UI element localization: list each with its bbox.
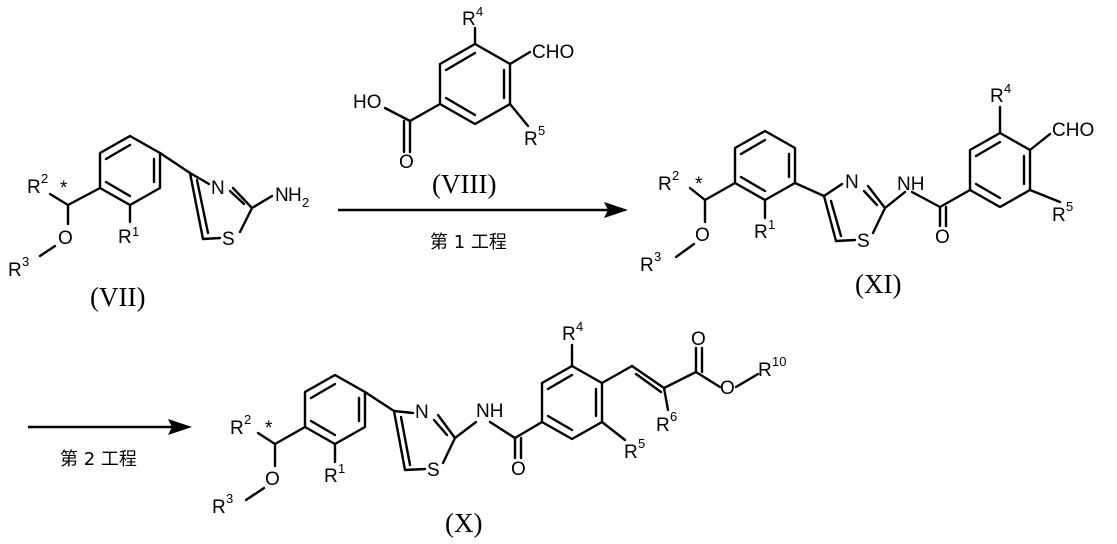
x-r2-label: R — [230, 418, 244, 439]
vii-r2-label: R — [27, 177, 41, 198]
xi-r5-superscript: 5 — [1066, 199, 1073, 214]
vii-n-atom: N — [211, 178, 225, 199]
x-r4-label: R — [562, 324, 576, 345]
xi-carbonyl-o-atom: O — [935, 227, 950, 248]
compound-x-label: (X) — [445, 508, 482, 538]
viii-r4-superscript: 4 — [476, 4, 483, 19]
x-r5-superscript: 5 — [638, 436, 645, 451]
step2-label: 第 2 工程 — [60, 449, 137, 470]
step2-arrow — [28, 419, 192, 435]
vii-r1-label: R — [118, 227, 132, 248]
x-r10-label: R — [758, 360, 772, 381]
x-o-atom: O — [265, 469, 280, 490]
x-r5-label: R — [624, 442, 638, 463]
vii-r3-label: R — [8, 260, 22, 281]
compound-x-structure — [246, 345, 758, 500]
compound-xi-label: (XI) — [855, 269, 901, 299]
x-nh-group: NH — [476, 401, 503, 422]
viii-carbonyl-o-atom: O — [399, 152, 414, 173]
viii-cho-group: CHO — [532, 42, 574, 63]
x-s-atom: S — [427, 460, 440, 481]
xi-s-atom: S — [857, 231, 870, 252]
vii-amine-h-atom: H — [288, 185, 302, 206]
compound-vii-label: (VII) — [90, 282, 145, 312]
x-r6-label: R — [656, 415, 670, 436]
viii-r5-label: R — [524, 129, 538, 150]
viii-ho-group: HO — [353, 92, 382, 113]
compound-viii-structure — [385, 28, 530, 152]
xi-r5-label: R — [1052, 205, 1066, 226]
step1-arrow — [338, 202, 628, 218]
x-r1-label: R — [324, 466, 338, 487]
x-r1-superscript: 1 — [338, 461, 345, 476]
vii-r3-superscript: 3 — [22, 254, 29, 269]
xi-n-atom: N — [845, 172, 859, 193]
x-ester-o-atom: O — [720, 378, 735, 399]
x-r3-label: R — [212, 497, 226, 518]
xi-cho-group: CHO — [1052, 120, 1094, 141]
viii-r5-superscript: 5 — [538, 123, 545, 138]
step1-label: 第 1 工程 — [430, 232, 507, 253]
xi-r2-label: R — [658, 174, 672, 195]
viii-r4-label: R — [462, 9, 476, 30]
x-n-atom: N — [415, 402, 429, 423]
xi-r1-superscript: 1 — [768, 217, 775, 232]
x-carbonyl-o-atom: O — [511, 459, 526, 480]
xi-o-atom: O — [695, 225, 710, 246]
xi-nh-group: NH — [897, 174, 924, 195]
x-stereo-star: * — [265, 418, 273, 439]
vii-o-atom: O — [58, 228, 73, 249]
x-r3-superscript: 3 — [226, 491, 233, 506]
compound-vii-structure — [40, 136, 272, 256]
x-r4-superscript: 4 — [576, 319, 583, 334]
xi-r1-label: R — [754, 222, 768, 243]
vii-s-atom: S — [222, 229, 235, 250]
vii-r1-superscript: 1 — [132, 224, 139, 239]
x-r6-superscript: 6 — [670, 409, 677, 424]
x-r10-superscript: 10 — [772, 354, 786, 369]
vii-stereo-star: * — [60, 178, 68, 199]
xi-r3-superscript: 3 — [654, 249, 661, 264]
xi-r4-label: R — [990, 86, 1004, 107]
compound-viii-label: (VIII) — [432, 169, 496, 199]
vii-amine-subscript: 2 — [302, 195, 309, 210]
xi-r3-label: R — [640, 255, 654, 276]
xi-stereo-star: * — [695, 174, 703, 195]
x-ester-carbonyl-o-atom: O — [691, 329, 706, 350]
xi-r2-superscript: 2 — [672, 168, 679, 183]
vii-amine-n-atom: N — [275, 185, 289, 206]
x-r2-superscript: 2 — [244, 412, 251, 427]
vii-r2-superscript: 2 — [41, 171, 48, 186]
xi-r4-superscript: 4 — [1004, 81, 1011, 96]
